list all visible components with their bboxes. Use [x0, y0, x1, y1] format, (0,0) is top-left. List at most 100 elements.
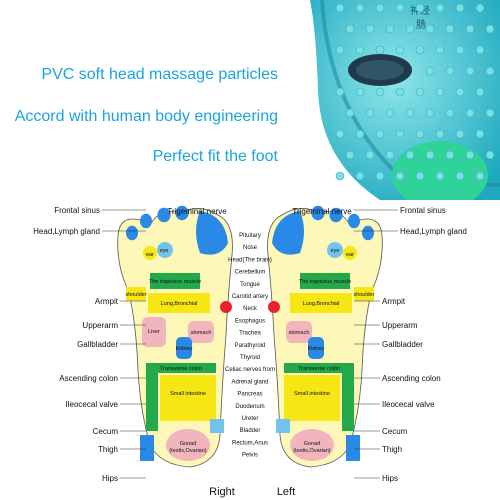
trigeminal-label-left-foot: Trigeminal nerve	[292, 207, 352, 216]
zone-shoulder	[354, 287, 374, 301]
dark-insert-inner	[356, 60, 404, 80]
zone-trapezius	[300, 273, 350, 289]
center-label: Pancreas	[237, 392, 262, 398]
zone-gonad	[166, 429, 210, 461]
center-label: Parathyroid	[235, 343, 266, 349]
outer-label-right: Head,Lymph gland	[400, 227, 467, 236]
zone-label: Liver	[148, 329, 160, 335]
massage-nub	[455, 87, 465, 97]
zone-stomach	[286, 321, 312, 343]
massage-nub	[405, 150, 415, 160]
outer-label-left: Hips	[102, 474, 118, 483]
outer-label-left: Frontal sinus	[54, 206, 100, 215]
massage-nub	[345, 150, 355, 160]
zone-bladder	[210, 419, 224, 433]
center-label: Ureter	[242, 416, 259, 422]
zone-label: Gonad	[180, 441, 197, 447]
massage-nub	[455, 3, 465, 13]
center-label: Cerebellum	[235, 270, 266, 276]
massage-nub	[405, 24, 415, 34]
toe-zone	[140, 213, 152, 229]
massage-nub	[435, 129, 445, 139]
zone-label: Lung,Bronchial	[161, 301, 198, 307]
zone-label: Gonad	[304, 441, 321, 447]
massage-nub	[355, 3, 365, 13]
zone-eye	[327, 242, 343, 258]
zone-hips	[346, 435, 360, 461]
massage-nub	[375, 87, 385, 97]
massage-nub	[425, 150, 435, 160]
zone-ear	[143, 246, 157, 260]
massage-nub	[485, 24, 495, 34]
massage-nub	[375, 3, 385, 13]
outer-label-right: Gallbladder	[382, 340, 423, 349]
massage-nub	[365, 108, 375, 118]
zone-label: Kidney	[308, 346, 325, 352]
zone-label: ear	[346, 252, 354, 258]
zone-label: eye	[331, 248, 340, 254]
toe-zone	[126, 225, 138, 241]
zone-kidney	[308, 337, 324, 359]
massage-nub	[375, 171, 385, 181]
zone-lung	[290, 293, 352, 313]
massage-nub	[335, 129, 345, 139]
center-label: Trachea	[239, 331, 261, 337]
massage-nub	[395, 3, 405, 13]
massage-nub	[425, 108, 435, 118]
slogan-engineering: Accord with human body engineering	[14, 108, 278, 125]
slogan-fit: Perfect fit the foot	[152, 148, 278, 165]
zone-label: shoulder	[353, 292, 374, 298]
massage-nub	[485, 66, 495, 76]
massage-nub	[475, 3, 485, 13]
toe-zone	[348, 213, 360, 229]
center-label: Pituitary	[239, 233, 261, 239]
massage-nub	[475, 45, 485, 55]
zone-bladder	[276, 419, 290, 433]
massage-nub	[355, 45, 365, 55]
zone-transverse-colon	[284, 363, 354, 373]
massage-nub	[445, 108, 455, 118]
center-label: Rectum,Anus	[232, 440, 268, 446]
toe-zone	[311, 205, 325, 221]
zone-label: stomach	[289, 330, 310, 336]
zone-parathyroid	[268, 301, 280, 313]
slogan-particles: PVC soft head massage particles	[41, 66, 278, 83]
zone-descending-colon	[342, 373, 354, 431]
zone-small-intestine	[284, 375, 340, 421]
center-label: Head(The brain)	[228, 257, 272, 263]
toes	[311, 205, 374, 241]
toe-zone	[329, 207, 343, 223]
massage-nub	[335, 3, 345, 13]
massage-nub	[405, 108, 415, 118]
massage-nub	[365, 150, 375, 160]
massage-nub	[455, 129, 465, 139]
massage-nub	[385, 108, 395, 118]
zone-head-toe	[196, 211, 228, 255]
outer-label-right: Armpit	[382, 297, 406, 306]
outer-label-left: Cecum	[93, 427, 119, 436]
zone-small-intestine	[160, 375, 216, 421]
zone-transverse-colon	[146, 363, 216, 373]
zone-label: (testis,Ovarian)	[293, 448, 330, 454]
massage-nub	[395, 129, 405, 139]
zone-label: stomach	[191, 330, 212, 336]
outer-label-right: Hips	[382, 474, 398, 483]
massage-nub	[345, 24, 355, 34]
outer-label-right: Upperarm	[382, 321, 418, 330]
massage-nub	[375, 129, 385, 139]
zone-stomach	[188, 321, 214, 343]
zone-label: Small intestine	[170, 391, 206, 397]
massage-nub	[445, 150, 455, 160]
zone-label: shoulder	[125, 292, 146, 298]
center-label: Pelvis	[242, 453, 258, 459]
outer-label-right: Cecum	[382, 427, 408, 436]
left-foot-drawing	[267, 205, 383, 468]
massage-mat-photo: 神经 肠	[310, 0, 500, 200]
trigeminal-label-right-foot: Trigeminal nerve	[167, 207, 227, 216]
massage-nub	[375, 45, 385, 55]
massage-nub	[475, 171, 485, 181]
massage-nub	[385, 24, 395, 34]
center-label: Nose	[243, 245, 258, 251]
zone-label: eye	[160, 248, 169, 254]
